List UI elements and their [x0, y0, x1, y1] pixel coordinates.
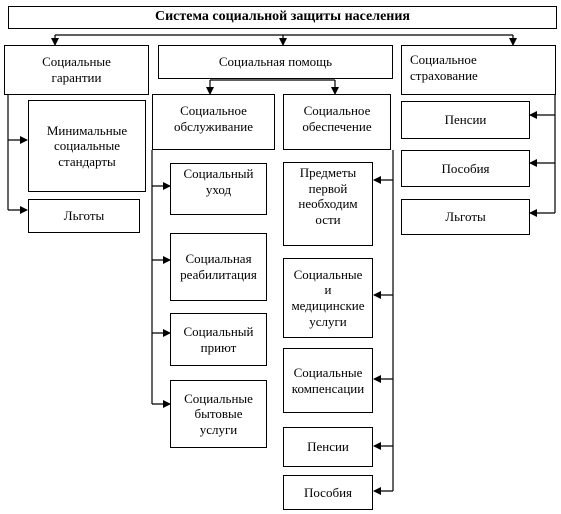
diagram-title: Система социальной защиты населения: [8, 6, 557, 29]
social-household-services-box: Социальные бытовые услуги: [170, 380, 267, 448]
social-guarantees-box: Социальные гарантии: [4, 45, 149, 95]
social-compensations-box: Социальные компенсации: [283, 348, 373, 413]
social-shelter-box: Социальный приют: [170, 313, 267, 366]
insurance-pensions-box: Пенсии: [401, 101, 530, 139]
provision-allowances-box: Пособия: [283, 475, 373, 510]
social-assistance-box: Социальная помощь: [158, 45, 393, 79]
social-service-box: Социальное обслуживание: [152, 94, 275, 150]
social-insurance-box: Социальное страхование: [401, 45, 556, 95]
guarantees-benefits-box: Льготы: [28, 199, 140, 233]
diagram-title-text: Система социальной защиты населения: [154, 9, 411, 25]
essential-items-box: Предметы первой необходим ости: [283, 162, 373, 246]
social-care-box: Социальный уход: [170, 163, 267, 215]
provision-pensions-box: Пенсии: [283, 427, 373, 467]
minimum-social-standards-box: Минимальные социальные стандарты: [28, 100, 146, 192]
social-rehabilitation-box: Социальная реабилитация: [170, 233, 267, 301]
insurance-benefits-box: Льготы: [401, 199, 530, 235]
social-medical-services-box: Социальные и медицинские услуги: [283, 258, 373, 338]
social-provision-box: Социальное обеспечение: [283, 94, 391, 150]
insurance-allowances-box: Пособия: [401, 150, 530, 187]
